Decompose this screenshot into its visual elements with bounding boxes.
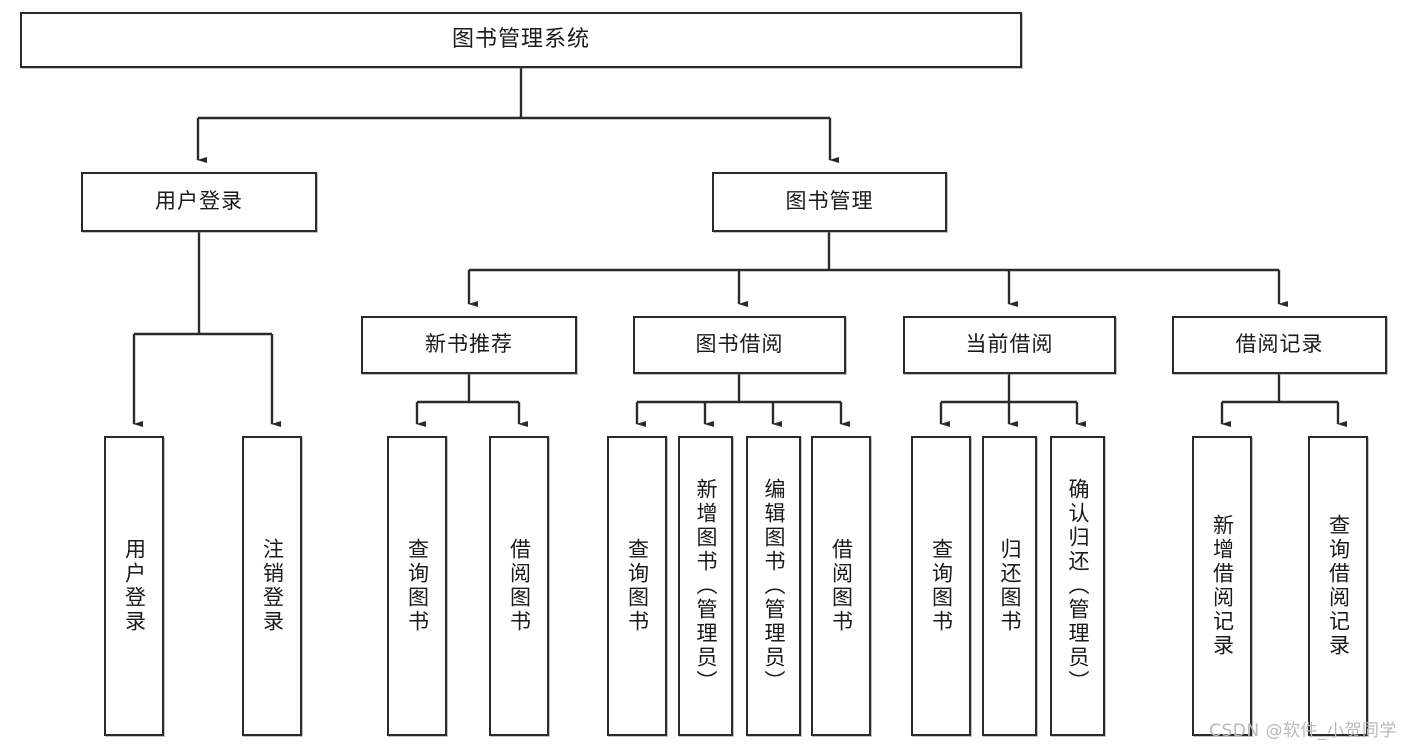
leaf-edit-book-admin[interactable]: 编辑图书（管理员）: [746, 436, 801, 736]
leaf-logout[interactable]: 注销登录: [242, 436, 302, 736]
leaf-recommend-borrow-book[interactable]: 借阅图书: [489, 436, 549, 736]
node-current-borrow[interactable]: 当前借阅: [903, 316, 1116, 374]
leaf-add-book-admin[interactable]: 新增图书（管理员）: [678, 436, 733, 736]
node-root[interactable]: 图书管理系统: [20, 12, 1022, 68]
leaf-query-borrow-record[interactable]: 查询借阅记录: [1308, 436, 1368, 736]
leaf-return-book[interactable]: 归还图书: [982, 436, 1037, 736]
node-new-book-recommend[interactable]: 新书推荐: [361, 316, 577, 374]
leaf-current-query-book[interactable]: 查询图书: [911, 436, 971, 736]
leaf-user-login[interactable]: 用户登录: [104, 436, 164, 736]
leaf-borrow-query-book[interactable]: 查询图书: [607, 436, 667, 736]
node-user-login[interactable]: 用户登录: [81, 172, 317, 232]
leaf-confirm-return-admin[interactable]: 确认归还（管理员）: [1050, 436, 1105, 736]
node-book-manage[interactable]: 图书管理: [712, 172, 947, 232]
leaf-recommend-query-book[interactable]: 查询图书: [387, 436, 447, 736]
leaf-borrow-book[interactable]: 借阅图书: [811, 436, 871, 736]
csdn-watermark: CSDN @软件_小贺同学: [1209, 721, 1397, 741]
leaf-add-borrow-record[interactable]: 新增借阅记录: [1192, 436, 1252, 736]
node-borrow-record[interactable]: 借阅记录: [1172, 316, 1387, 374]
node-book-borrow[interactable]: 图书借阅: [633, 316, 846, 374]
